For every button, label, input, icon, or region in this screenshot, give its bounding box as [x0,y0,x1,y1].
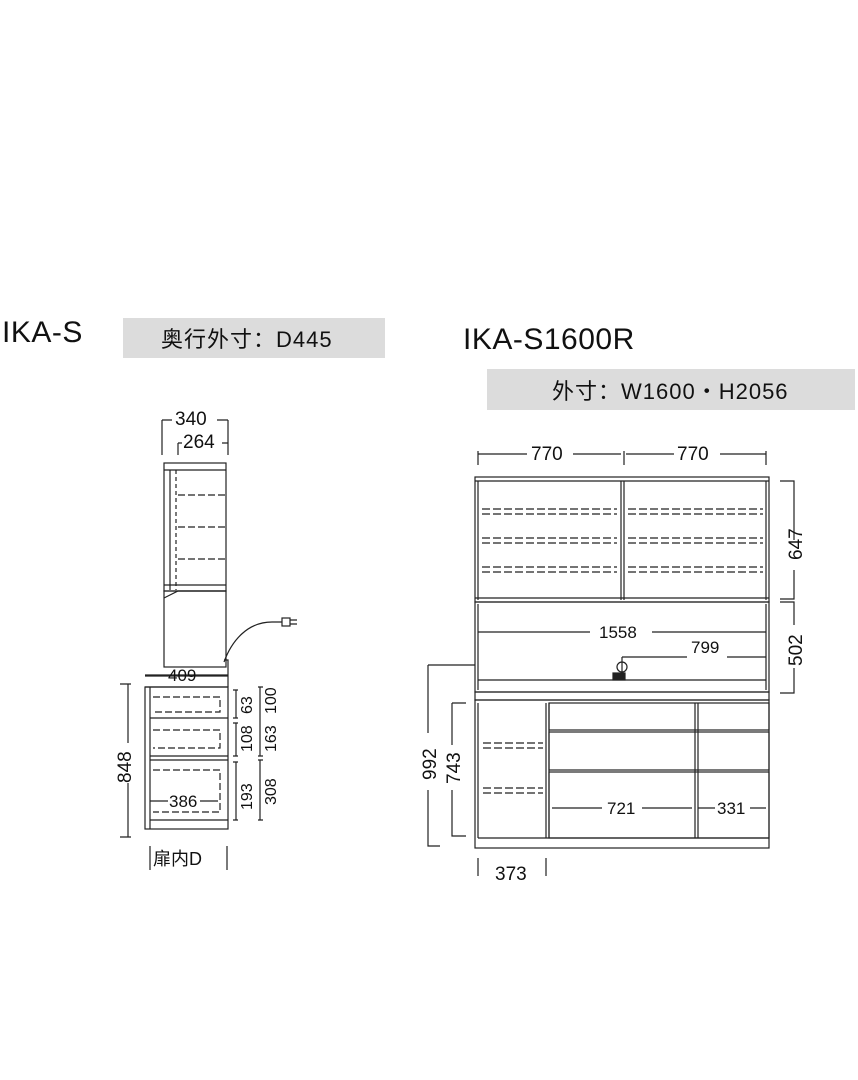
dim-721: 721 [607,799,635,818]
door-inner-label: 扉内D [153,849,202,869]
size-banner: 外寸：W1600・H2056 [487,369,855,410]
dim-193: 193 [239,783,256,810]
side-view-title: IKA-S [2,316,83,349]
front-view-title: IKA-S1600R [463,323,635,356]
dim-799: 799 [691,638,719,657]
dim-743: 743 [444,752,465,784]
dim-308: 308 [263,778,280,805]
dim-373: 373 [495,864,527,885]
dim-163: 163 [263,725,280,752]
dim-770-left: 770 [531,444,563,465]
dim-108: 108 [239,725,256,752]
dim-1558: 1558 [599,623,637,642]
dim-340: 340 [175,409,207,430]
dim-264: 264 [183,432,215,453]
dim-331: 331 [717,799,745,818]
dim-502: 502 [786,634,807,666]
dim-848: 848 [115,751,136,783]
depth-banner: 奥行外寸：D445 [123,318,385,358]
size-label: 外寸：W1600・H2056 [552,378,789,404]
dim-63: 63 [239,696,256,714]
depth-label: 奥行外寸：D445 [161,327,333,352]
dim-409: 409 [168,666,196,685]
dim-647: 647 [786,528,807,560]
dim-770-right: 770 [677,444,709,465]
dim-992: 992 [420,748,441,780]
dim-386: 386 [169,792,197,811]
dim-100: 100 [263,687,280,714]
